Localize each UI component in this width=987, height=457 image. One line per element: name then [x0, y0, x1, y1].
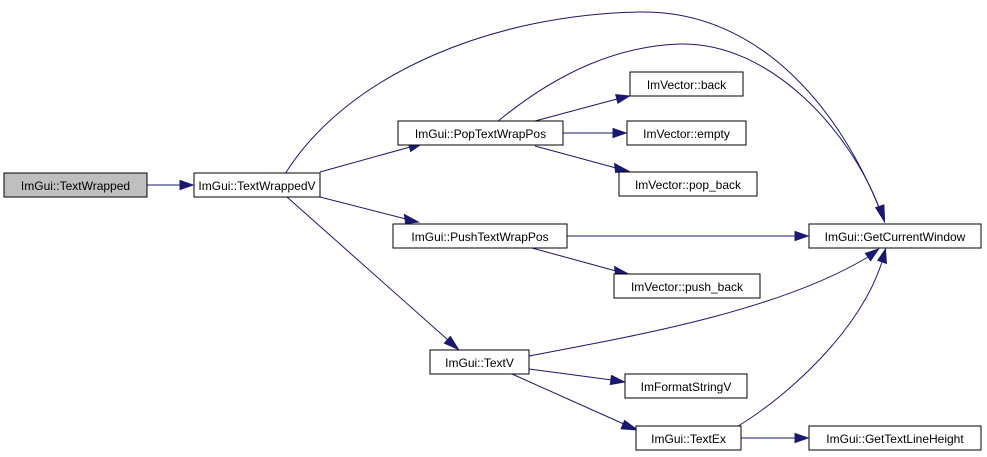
node-vector-push-back[interactable]: ImVector::push_back [613, 273, 761, 299]
node-text-wrapped-v[interactable]: ImGui::TextWrappedV [193, 172, 321, 198]
node-label: ImVector::push_back [631, 280, 744, 294]
node-label: ImGui::GetCurrentWindow [825, 230, 966, 244]
edge-textwrappedv-to-getcurrentwindow [284, 11, 886, 224]
edge-textv-to-getcurrentwindow [528, 248, 880, 357]
edge-pushtextwrappos-to-vectorpushback [531, 247, 631, 276]
node-label: ImGui::TextV [445, 356, 514, 370]
edge-textwrappedv-to-poptextwrappos [319, 142, 423, 173]
node-text-ex[interactable]: ImGui::TextEx [635, 425, 742, 451]
node-label: ImVector::pop_back [635, 178, 742, 192]
node-format-string-v[interactable]: ImFormatStringV [624, 373, 748, 399]
node-get-text-line-height[interactable]: ImGui::GetTextLineHeight [808, 425, 982, 451]
node-text-wrapped[interactable]: ImGui::TextWrapped [3, 172, 148, 198]
node-label: ImGui::TextEx [651, 432, 726, 446]
node-push-text-wrap-pos[interactable]: ImGui::PushTextWrapPos [392, 223, 568, 249]
node-label: ImGui::PopTextWrapPos [415, 127, 546, 141]
node-vector-empty[interactable]: ImVector::empty [626, 120, 747, 146]
edge-textwrappedv-to-textv [286, 196, 460, 351]
edge-textwrappedv-to-pushtextwrappos [319, 196, 421, 224]
node-label: ImGui::GetTextLineHeight [826, 432, 964, 446]
node-pop-text-wrap-pos[interactable]: ImGui::PopTextWrapPos [397, 120, 564, 146]
node-vector-back[interactable]: ImVector::back [629, 71, 744, 97]
node-vector-pop-back[interactable]: ImVector::pop_back [618, 171, 758, 197]
edge-poptextwrappos-to-vectorback [534, 94, 632, 122]
edge-textex-to-getcurrentwindow [734, 247, 887, 429]
node-get-current-window[interactable]: ImGui::GetCurrentWindow [808, 223, 982, 249]
node-label: ImGui::TextWrappedV [198, 179, 315, 193]
node-label: ImGui::TextWrapped [21, 179, 130, 193]
edge-textex-to-gettextlineheight [741, 432, 810, 444]
edge-textv-to-formatstringv [528, 368, 627, 386]
edge-poptextwrappos-to-getcurrentwindow [496, 43, 886, 224]
edge-textv-to-textex [511, 373, 640, 431]
edge-poptextwrappos-to-vectorempty [563, 127, 628, 139]
edge-textwrapped-to-textwrappedv [147, 179, 195, 191]
edge-poptextwrappos-to-vectorpopback [534, 145, 631, 173]
node-label: ImVector::back [647, 78, 727, 92]
node-label: ImGui::PushTextWrapPos [411, 230, 548, 244]
edge-pushtextwrappos-to-getcurrentwindow [567, 230, 810, 242]
node-label: ImVector::empty [643, 127, 730, 141]
node-text-v[interactable]: ImGui::TextV [429, 349, 530, 375]
node-label: ImFormatStringV [641, 380, 732, 394]
